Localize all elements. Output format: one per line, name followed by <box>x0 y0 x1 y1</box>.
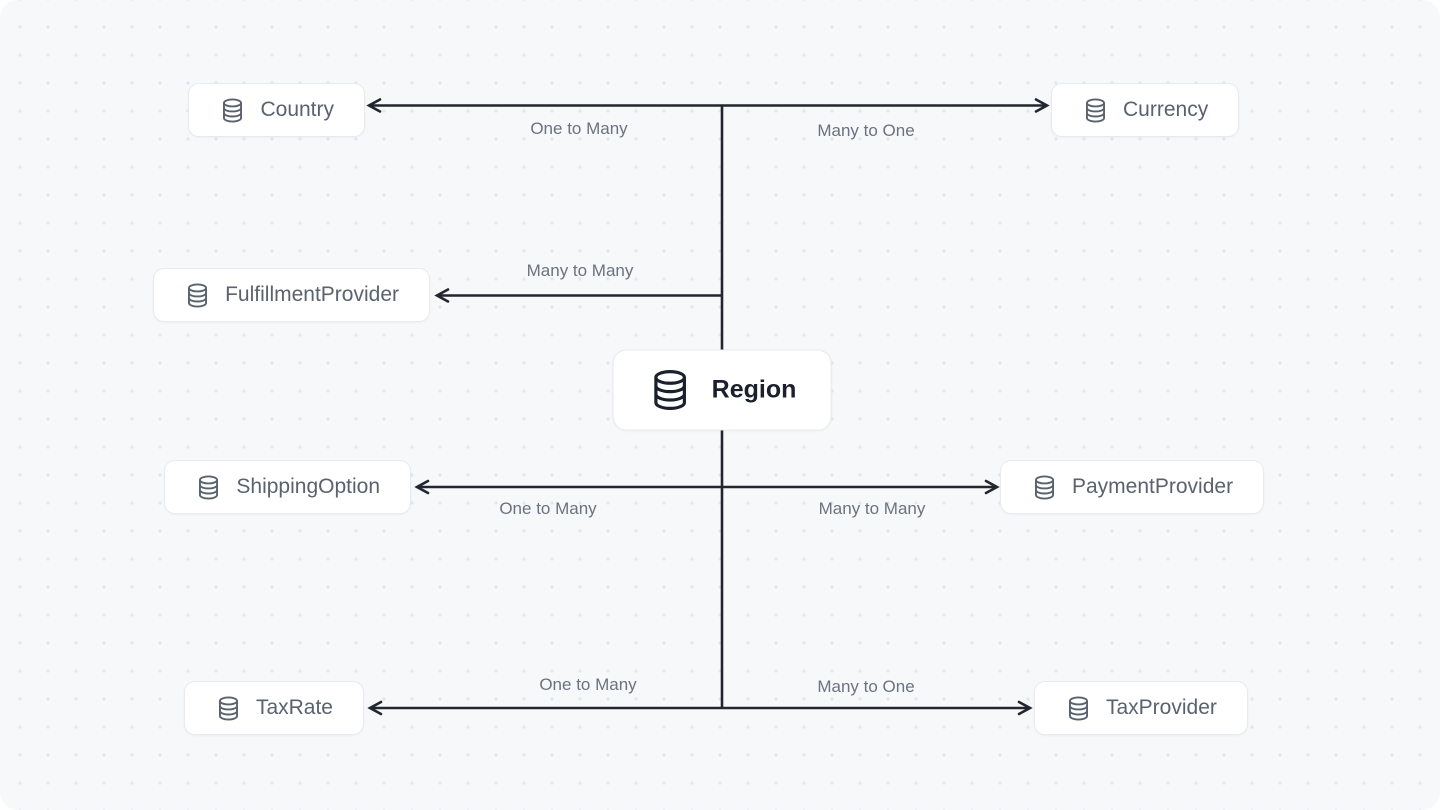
edge-label-taxrate: One to Many <box>539 675 637 694</box>
database-icon <box>188 283 208 307</box>
arrowhead-taxrate <box>367 700 383 716</box>
node-label: Region <box>711 375 797 404</box>
edge-label-currency: Many to One <box>817 121 915 140</box>
node-label: FulfillmentProvider <box>225 283 399 306</box>
node-shipping-option[interactable]: ShippingOption <box>164 460 411 514</box>
node-payment-provider[interactable]: PaymentProvider <box>1000 460 1265 514</box>
database-icon <box>223 98 243 122</box>
arrowhead-taxprovider <box>1017 700 1033 716</box>
database-icon <box>654 370 686 410</box>
edge-label-taxprovider: Many to One <box>817 677 915 696</box>
database-icon <box>1068 696 1089 720</box>
edge-label-country: One to Many <box>530 119 628 138</box>
database-icon <box>218 696 238 720</box>
node-label: TaxProvider <box>1106 696 1217 719</box>
database-icon <box>199 475 219 499</box>
node-label: PaymentProvider <box>1072 475 1234 498</box>
database-icon <box>1085 98 1106 122</box>
node-label: Currency <box>1123 98 1209 121</box>
node-label: Country <box>260 98 334 121</box>
node-tax-provider[interactable]: TaxProvider <box>1034 681 1248 735</box>
arrowhead-payment <box>984 479 1000 495</box>
node-country[interactable]: Country <box>188 83 365 137</box>
edge-label-shipping: One to Many <box>499 499 597 518</box>
edge-label-fulfillment: Many to Many <box>526 261 634 280</box>
node-tax-rate[interactable]: TaxRate <box>183 681 364 735</box>
arrowhead-country <box>366 98 382 113</box>
node-region[interactable]: Region <box>612 349 832 431</box>
arrowhead-currency <box>1034 98 1050 113</box>
database-icon <box>1034 475 1055 499</box>
edge-label-payment: Many to Many <box>818 499 926 518</box>
arrowhead-shipping <box>414 479 430 495</box>
node-fulfillment-provider[interactable]: FulfillmentProvider <box>153 268 430 322</box>
arrowhead-fulfillment <box>434 288 450 303</box>
node-label: ShippingOption <box>236 475 380 498</box>
node-currency[interactable]: Currency <box>1051 83 1240 137</box>
node-label: TaxRate <box>255 696 333 719</box>
